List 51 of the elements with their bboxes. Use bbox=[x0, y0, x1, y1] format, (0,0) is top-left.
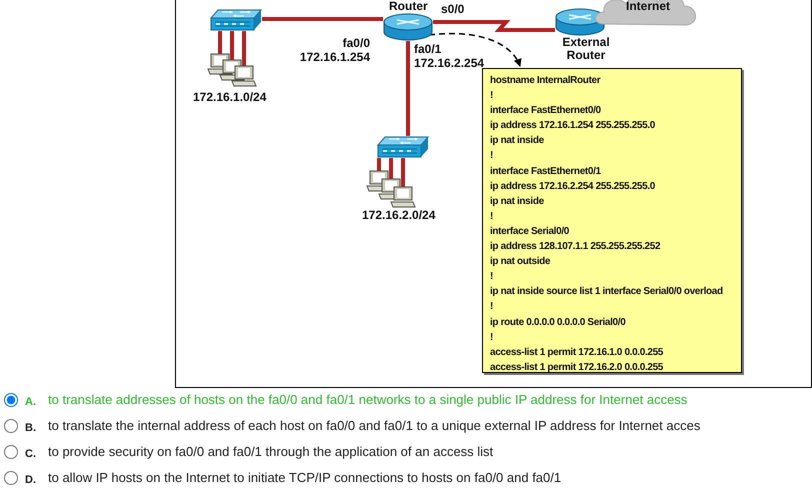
config-line: ! bbox=[490, 89, 494, 104]
config-line: ip route 0.0.0.0 0.0.0.0 Serial0/0 bbox=[490, 316, 626, 330]
answer-option: to allow IP hosts on the Internet to initiate TCP/IP connections to hosts on fa0/0 and fa0/1 bbox=[48, 470, 562, 485]
config-line: ! bbox=[490, 330, 494, 345]
cable-line bbox=[242, 31, 246, 66]
config-line: ! bbox=[490, 300, 494, 314]
config-line: ip nat inside bbox=[490, 194, 545, 209]
config-line: ip address 172.16.2.254 255.255.255.0 bbox=[490, 180, 656, 194]
config-line: interface FastEthernet0/0 bbox=[490, 104, 602, 118]
cable-line bbox=[230, 31, 234, 60]
network-label: 172.16.1.0/24 bbox=[193, 90, 266, 104]
interface-label: s0/0 bbox=[441, 2, 466, 16]
computer-icon bbox=[231, 65, 257, 87]
answer-option: to translate addresses of hosts on the fa0/0 and fa0/1 networks to a single public IP address for Internet access bbox=[48, 392, 688, 407]
cable-line bbox=[406, 41, 410, 136]
device-label: Internet bbox=[626, 0, 670, 13]
config-line: ! bbox=[490, 210, 494, 224]
option-letter: A. bbox=[25, 396, 36, 408]
config-line: ip address 172.16.1.254 255.255.255.0 bbox=[490, 119, 656, 134]
answer-option: to provide security on fa0/0 and fa0/1 through the application of an access list bbox=[48, 444, 494, 459]
interface-label: fa0/1 172.16.2.254 bbox=[414, 42, 486, 70]
switch-icon bbox=[210, 9, 262, 31]
device-label: External Router bbox=[561, 36, 611, 62]
option-letter: C. bbox=[25, 448, 36, 460]
config-line: ip address 128.107.1.1 255.255.255.252 bbox=[490, 240, 662, 254]
config-line: hostname InternalRouter bbox=[490, 74, 602, 88]
answer-option: to translate the internal address of each host on fa0/0 and fa0/1 to a unique external IP address for Internet acces bbox=[48, 418, 700, 433]
config-line: ! bbox=[490, 270, 494, 284]
config-line: ip nat outside bbox=[490, 255, 552, 270]
option-letter: D. bbox=[25, 474, 36, 486]
cable-line bbox=[377, 158, 381, 171]
config-line: interface FastEthernet0/1 bbox=[490, 164, 602, 179]
cable-line bbox=[389, 158, 393, 179]
config-line: ! bbox=[490, 149, 494, 164]
cable-line bbox=[433, 20, 555, 32]
config-line: access-list 1 permit 172.16.1.0 0.0.0.255 bbox=[490, 346, 664, 360]
config-box bbox=[482, 68, 742, 373]
cable-line bbox=[262, 17, 383, 21]
config-line: interface Serial0/0 bbox=[490, 224, 570, 239]
interface-label: fa0/0 172.16.1.254 bbox=[298, 36, 370, 64]
cable-line bbox=[218, 31, 222, 54]
computer-icon bbox=[390, 186, 416, 208]
option-letter: B. bbox=[25, 422, 36, 434]
config-line: ip nat inside source list 1 interface Serial0/0 overload bbox=[490, 285, 724, 300]
config-line: access-list 1 permit 172.16.2.0 0.0.0.255 bbox=[490, 360, 664, 375]
cable-line bbox=[401, 158, 405, 187]
switch-icon bbox=[377, 136, 429, 158]
config-line: ip nat inside bbox=[490, 134, 545, 148]
network-label: 172.16.2.0/24 bbox=[362, 208, 436, 222]
device-label: Router bbox=[389, 0, 428, 13]
dashed-arrow bbox=[428, 32, 521, 67]
